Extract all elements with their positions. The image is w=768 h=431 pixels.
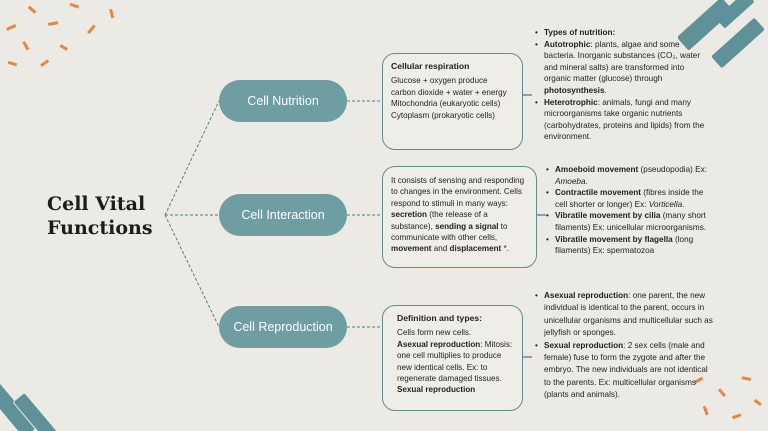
- reproduction-box-heading: Definition and types:: [397, 313, 482, 323]
- text-run: .: [604, 85, 607, 95]
- text-run: : animals, fungi and many microorganisms…: [544, 97, 705, 142]
- text-run: Asexual reproduction: [397, 339, 481, 349]
- decoration-bottom-left: [0, 363, 60, 431]
- reproduction-box-body: Cells form new cells.Asexual reproductio…: [397, 327, 514, 395]
- list-item: Amoeboid movement (pseudopodia) Ex: Amoe…: [546, 164, 712, 187]
- list-item: Heterotrophic: animals, fungi and many m…: [535, 97, 705, 143]
- text-run: .: [585, 176, 588, 186]
- text-run: : 2 sex cells (male and female) fuse to …: [544, 340, 708, 400]
- text-run: Sexual reproduction: [397, 385, 476, 395]
- text-run: *.: [501, 244, 509, 254]
- interaction-box: It consists of sensing and responding to…: [382, 166, 537, 268]
- decoration-top-left: [6, 2, 115, 67]
- nutrition-box: Cellular respiration Glucose + oxygen pr…: [382, 53, 523, 150]
- text-run: : one parent, the new individual is iden…: [544, 291, 713, 338]
- nutrition-side-list: Types of nutrition: Autotrophic: plants, …: [535, 27, 705, 143]
- nutrition-box-line: Glucose + oxygen produce carbon dioxide …: [391, 76, 507, 97]
- text-run: Vibratile movement by cilia: [555, 211, 661, 221]
- text-run: and: [431, 244, 450, 254]
- branch-cell-nutrition: Cell Nutrition: [219, 80, 347, 122]
- list-item: Contractile movement (fibres inside the …: [546, 187, 712, 210]
- connector-title-reproduction: [164, 214, 220, 328]
- list-item: Vibratile movement by flagella (long fil…: [546, 234, 712, 257]
- text-run: Contractile movement: [555, 188, 641, 198]
- text-run: : plants, algae and some bacteria. Inorg…: [544, 39, 701, 84]
- text-run: : Mitosis: one cell multiplies to produc…: [397, 339, 513, 384]
- text-run: It consists of sensing and responding to…: [391, 176, 525, 208]
- list-item: Sexual reproduction: 2 sex cells (male a…: [535, 340, 715, 402]
- list-item: Vibratile movement by cilia (many short …: [546, 210, 712, 233]
- text-run: (fibres inside the cell shorter or longe…: [555, 188, 704, 209]
- reproduction-box: Definition and types: Cells form new cel…: [382, 305, 523, 411]
- branch-cell-interaction: Cell Interaction: [219, 194, 347, 236]
- text-run: Amoeba: [555, 176, 586, 186]
- nutrition-box-line: Cytoplasm (prokaryotic cells): [391, 110, 495, 120]
- text-run: .: [682, 199, 685, 209]
- text-run: to communicate with other cells,: [391, 221, 508, 243]
- text-run: Vorticella: [648, 199, 683, 209]
- text-run: Asexual reproduction: [544, 291, 629, 300]
- text-run: (many short filaments) Ex: unicellular m…: [555, 211, 707, 232]
- text-run: Sexual reproduction: [544, 340, 624, 350]
- text-run: (long filaments) Ex: spermatozoa: [555, 234, 694, 256]
- text-run: Autotrophic: [544, 39, 591, 49]
- text-run: displacement: [449, 244, 502, 254]
- text-run: photosynthesis: [544, 85, 605, 95]
- text-run: Cells form new cells.: [397, 328, 472, 338]
- list-item: Types of nutrition:: [535, 27, 705, 39]
- diagram-title: Cell Vital Functions: [47, 193, 153, 239]
- interaction-side-list: Amoeboid movement (pseudopodia) Ex: Amoe…: [546, 164, 712, 257]
- nutrition-box-line: Mitochondria (eukaryotic cells): [391, 99, 501, 109]
- list-item: Autotrophic: plants, algae and some bact…: [535, 39, 705, 97]
- text-run: Types of nutrition:: [544, 28, 616, 37]
- branch-cell-reproduction: Cell Reproduction: [219, 306, 347, 348]
- nutrition-box-heading: Cellular respiration: [391, 61, 470, 71]
- text-run: (pseudopodia) Ex:: [638, 165, 707, 174]
- list-item: Asexual reproduction: one parent, the ne…: [535, 290, 715, 340]
- text-run: Vibratile movement by flagella: [555, 234, 673, 244]
- text-run: Heterotrophic: [544, 97, 598, 107]
- text-run: secretion: [391, 210, 427, 220]
- text-run: sending a signal: [435, 221, 499, 231]
- text-run: (the release of a substance),: [391, 210, 488, 231]
- connector-title-nutrition: [164, 100, 220, 216]
- reproduction-side-list: Asexual reproduction: one parent, the ne…: [535, 290, 715, 402]
- text-run: Amoeboid movement: [555, 165, 639, 174]
- text-run: movement: [391, 244, 432, 254]
